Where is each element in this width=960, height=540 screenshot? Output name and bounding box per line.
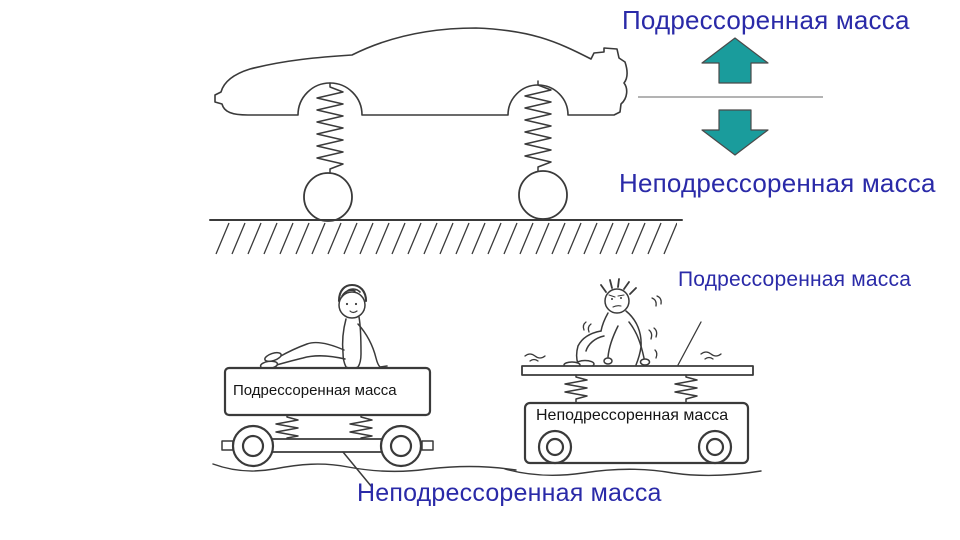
sprung-mass-box: [223, 366, 432, 417]
top-sprung-mass-label: Подрессоренная масса: [622, 5, 910, 35]
cart-spring-left: [564, 374, 588, 404]
cart-wheels: [231, 424, 423, 468]
rear-spring: [524, 80, 552, 172]
sprung-cart-sketch: [212, 283, 517, 487]
vibration-marks: [524, 295, 722, 362]
unsprung-mass-box: [523, 401, 750, 465]
oscillation-arrows: [638, 37, 823, 156]
bottom-unsprung-mass-label: Неподрессоренная масса: [357, 479, 662, 507]
cart-wheels: [537, 429, 733, 465]
car-suspension-sketch: [209, 27, 683, 255]
ground-wave: [504, 468, 762, 477]
top-unsprung-mass-label: Неподрессоренная масса: [619, 168, 936, 198]
cart-spring-left: [275, 414, 299, 441]
cart-spring-right: [674, 374, 698, 404]
left-cart-box-label: Подрессоренная масса: [233, 382, 397, 399]
plank: [521, 365, 754, 376]
shaken-boy-figure: [563, 278, 651, 369]
pointer-line: [342, 451, 372, 487]
ground-hatching: [215, 221, 677, 255]
ground-wave: [212, 463, 517, 473]
bottom-sprung-mass-label: Подрессоренная масса: [678, 268, 912, 291]
right-cart-box-label: Неподрессоренная масса: [536, 407, 729, 424]
unsprung-cart-sketch: [504, 278, 762, 477]
rear-wheel: [518, 170, 568, 220]
up-arrow-icon: [701, 37, 769, 84]
down-arrow-icon: [701, 109, 769, 156]
relaxed-boy-figure: [259, 283, 388, 370]
car-body-outline: [214, 27, 628, 116]
front-wheel: [303, 172, 353, 222]
cart-spring-right: [349, 414, 373, 441]
pointer-line: [677, 321, 702, 366]
front-spring: [316, 82, 344, 174]
